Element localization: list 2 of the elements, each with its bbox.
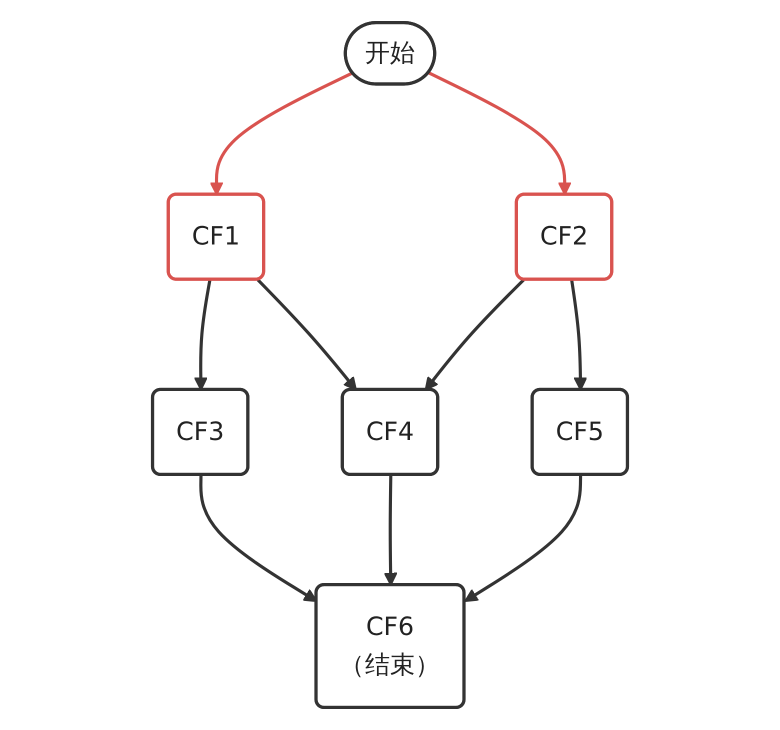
arrow <box>464 475 582 602</box>
arrow <box>424 278 525 391</box>
